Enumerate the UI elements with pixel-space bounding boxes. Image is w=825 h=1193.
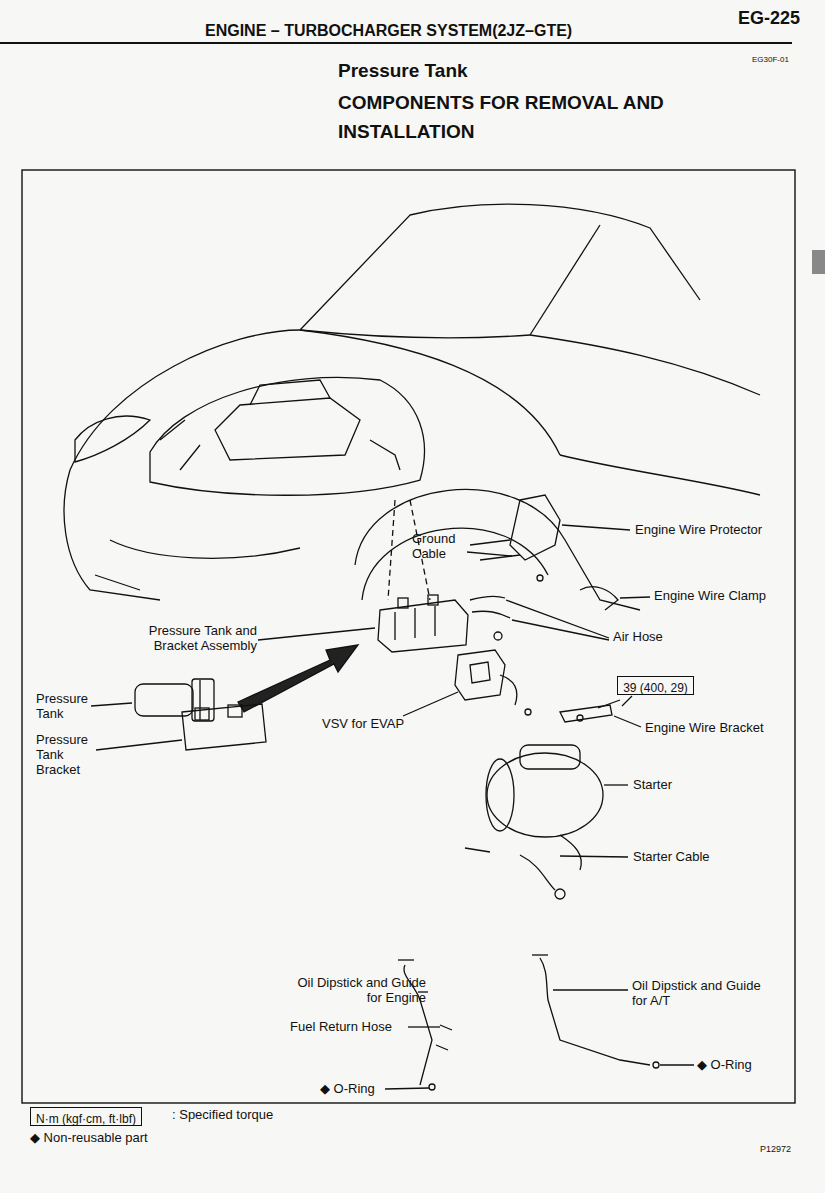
part-name: VSV for EVAP bbox=[322, 717, 404, 732]
box-text: N·m (kgf·cm, ft·lbf) bbox=[36, 1112, 136, 1126]
section-code: EG30F-01 bbox=[752, 55, 789, 64]
part-name: Pressure Tank and Bracket Assembly bbox=[125, 624, 257, 654]
part-name: Air Hose bbox=[613, 630, 663, 645]
torque-box: 39 (400, 29) bbox=[617, 676, 694, 695]
section-title: COMPONENTS FOR REMOVAL AND INSTALLATION bbox=[338, 88, 728, 147]
part-name: Oil Dipstick and Guide for A/T bbox=[632, 979, 772, 1009]
box-text: 39 (400, 29) bbox=[623, 681, 688, 695]
legend-note: : Specified torque bbox=[172, 1108, 273, 1123]
part-name: Oil Dipstick and Guide for Engine bbox=[288, 976, 426, 1006]
part-name: Engine Wire Clamp bbox=[654, 589, 766, 604]
page-number: EG-225 bbox=[738, 8, 800, 29]
section-heading: Pressure Tank bbox=[338, 60, 468, 82]
legend-note: ◆ Non-reusable part bbox=[30, 1131, 148, 1146]
part-name: Starter bbox=[633, 778, 672, 793]
part-name: Fuel Return Hose bbox=[290, 1020, 392, 1035]
part-name: Pressure Tank bbox=[36, 692, 94, 722]
running-header: ENGINE – TURBOCHARGER SYSTEM(2JZ–GTE) bbox=[205, 22, 572, 40]
non-reusable-part: ◆ O-Ring bbox=[320, 1082, 375, 1097]
torque-box: N·m (kgf·cm, ft·lbf) bbox=[30, 1107, 142, 1126]
part-name: Engine Wire Bracket bbox=[645, 721, 764, 736]
part-name: Pressure Tank Bracket bbox=[36, 733, 96, 778]
figure-code: P12972 bbox=[760, 1144, 791, 1154]
part-name: Ground Cable bbox=[412, 532, 466, 562]
part-name: Engine Wire Protector bbox=[635, 523, 762, 538]
non-reusable-part: ◆ O-Ring bbox=[697, 1058, 752, 1073]
part-name: Starter Cable bbox=[633, 850, 710, 865]
